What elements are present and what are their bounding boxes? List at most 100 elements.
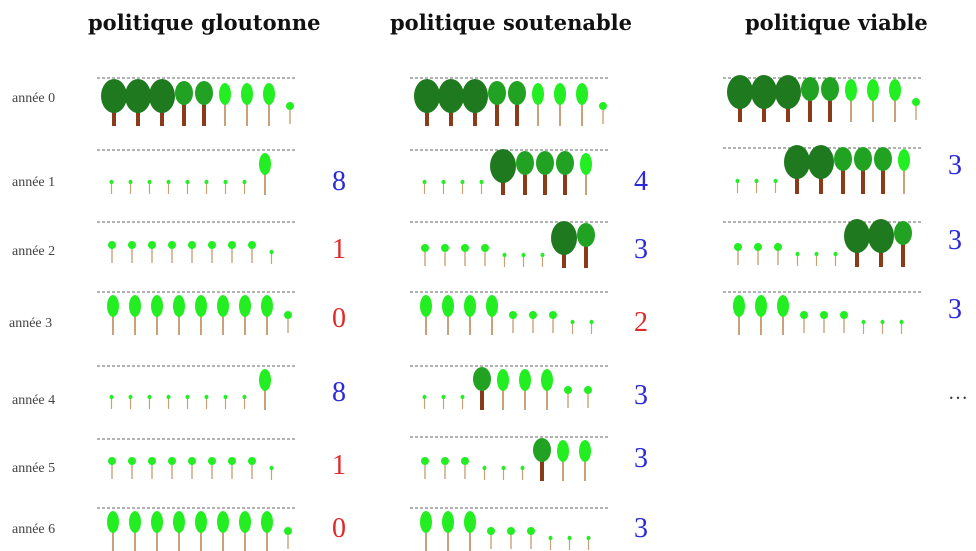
- soutenable-3-tree-8-stem: [590, 323, 593, 334]
- harvest-viable-3: 3: [948, 294, 962, 325]
- gloutonne-3-tree-8-stem: [287, 317, 289, 333]
- gloutonne-6-tree-3-stem: [178, 530, 180, 551]
- gloutonne-4-tree-2-stem: [148, 398, 151, 409]
- gloutonne-4-tree-7-canopy: [242, 394, 247, 400]
- soutenable-1-tree-8-stem: [585, 172, 587, 195]
- viable-2-tree-8-canopy: [894, 221, 912, 245]
- soutenable-2-tree-7-canopy: [551, 221, 577, 255]
- gloutonne-6-tree-0-stem: [112, 530, 114, 551]
- viable-0-tree-7-stem: [894, 98, 896, 122]
- soutenable-0-tree-6-canopy: [554, 83, 566, 105]
- soutenable-5-tree-2-canopy: [461, 457, 469, 465]
- viable-0-tree-6-canopy: [867, 79, 879, 101]
- soutenable-4-tree-3-canopy: [473, 367, 491, 391]
- soutenable-1-tree-0-canopy: [422, 179, 427, 185]
- gloutonne-3-tree-2-stem: [156, 314, 158, 335]
- gloutonne-3-tree-1-stem: [134, 314, 136, 335]
- gloutonne-1-tree-7-stem: [243, 183, 246, 194]
- soutenable-0-tree-5-stem: [537, 102, 539, 126]
- title-viable: politique viable: [745, 10, 928, 35]
- soutenable-6-tree-0-canopy: [420, 511, 432, 533]
- viable-1-tree-8-stem: [903, 168, 905, 194]
- gloutonne-3-tree-2-canopy: [151, 295, 163, 317]
- gloutonne-3-tree-0-stem: [112, 314, 114, 335]
- viable-0-tree-5-stem: [850, 98, 852, 122]
- gloutonne-5-tree-5-stem: [211, 463, 213, 479]
- harvest-gloutonne-5: 1: [332, 450, 346, 481]
- soutenable-6-tree-2-canopy: [464, 511, 476, 533]
- harvest-soutenable-1: 4: [634, 166, 648, 197]
- gloutonne-6-tree-7-stem: [266, 530, 268, 551]
- soutenable-3-tree-5-canopy: [529, 311, 537, 319]
- viable-0-tree-4-canopy: [821, 77, 839, 101]
- gloutonne-1-tree-1-stem: [129, 183, 132, 194]
- soutenable-1-tree-1-stem: [442, 183, 445, 194]
- soutenable-4-tree-3-trunk: [480, 379, 484, 410]
- gloutonne-2-tree-0-stem: [111, 247, 113, 263]
- viable-1-tree-4-canopy: [808, 145, 834, 179]
- soutenable-6-tree-8-stem: [587, 539, 590, 550]
- gloutonne-3-tree-7-canopy: [261, 295, 273, 317]
- gloutonne-2-tree-7-stem: [251, 247, 253, 263]
- soutenable-6-tree-8-canopy: [586, 535, 591, 541]
- gloutonne-4-tree-1-stem: [129, 398, 132, 409]
- gloutonne-1-tree-5-stem: [205, 183, 208, 194]
- soutenable-5-tree-8-stem: [584, 459, 586, 481]
- gloutonne-4-tree-4-stem: [186, 398, 189, 409]
- soutenable-5-tree-1-canopy: [441, 457, 449, 465]
- viable-3-tree-4-stem: [823, 317, 825, 333]
- soutenable-2-tree-1-canopy: [441, 244, 449, 252]
- gloutonne-4-tree-4-canopy: [185, 394, 190, 400]
- soutenable-0-tree-3-canopy: [488, 81, 506, 105]
- soutenable-3-tree-3-stem: [491, 314, 493, 335]
- viable-3-tree-8-canopy: [899, 319, 904, 325]
- gloutonne-3-tree-0-canopy: [107, 295, 119, 317]
- soutenable-0-tree-4-trunk: [515, 93, 519, 126]
- viable-2-tree-5-stem: [834, 255, 837, 266]
- gloutonne-5-tree-7-stem: [251, 463, 253, 479]
- soutenable-5-tree-6-canopy: [533, 438, 551, 462]
- gloutonne-5-tree-1-canopy: [128, 457, 136, 465]
- gloutonne-2-tree-6-stem: [231, 247, 233, 263]
- viable-2-tree-8-trunk: [901, 233, 905, 267]
- gloutonne-5-tree-3-stem: [171, 463, 173, 479]
- gloutonne-0-tree-4-canopy: [195, 81, 213, 105]
- viable-2-tree-3-canopy: [795, 251, 800, 257]
- year-label-0: année 0: [12, 91, 56, 106]
- soutenable-5-tree-7-stem: [562, 459, 564, 481]
- gloutonne-6-tree-5-canopy: [217, 511, 229, 533]
- viable-2-tree-4-canopy: [814, 251, 819, 257]
- soutenable-0-tree-7-canopy: [576, 83, 588, 105]
- soutenable-6-tree-1-canopy: [442, 511, 454, 533]
- harvest-soutenable-3: 2: [634, 307, 648, 338]
- soutenable-4-tree-5-stem: [524, 388, 526, 410]
- soutenable-5-tree-1-stem: [444, 463, 446, 479]
- soutenable-1-tree-7-trunk: [563, 163, 567, 195]
- gloutonne-2-tree-1-canopy: [128, 241, 136, 249]
- soutenable-6-tree-4-canopy: [507, 527, 515, 535]
- viable-3-tree-2-canopy: [777, 295, 789, 317]
- gloutonne-0-tree-2-canopy: [149, 79, 175, 113]
- soutenable-0-tree-2-canopy: [462, 79, 488, 113]
- title-soutenable: politique soutenable: [390, 10, 633, 35]
- viable-1-tree-1-stem: [755, 182, 758, 193]
- harvest-gloutonne-2: 1: [332, 234, 346, 265]
- soutenable-5-tree-0-stem: [424, 463, 426, 479]
- soutenable-6-tree-0-stem: [425, 530, 427, 551]
- gloutonne-6-tree-3-canopy: [173, 511, 185, 533]
- viable-3-tree-4-canopy: [820, 311, 828, 319]
- harvest-gloutonne-1: 8: [332, 166, 346, 197]
- viable-2-tree-7-canopy: [868, 219, 894, 253]
- viable-0-tree-0-canopy: [727, 75, 753, 109]
- gloutonne-5-tree-8-canopy: [269, 465, 274, 471]
- gloutonne-5-tree-4-stem: [191, 463, 193, 479]
- gloutonne-0-tree-7-stem: [268, 102, 270, 126]
- gloutonne-2-tree-1-stem: [131, 247, 133, 263]
- soutenable-2-tree-1-stem: [444, 250, 446, 266]
- gloutonne-1-tree-3-canopy: [166, 179, 171, 185]
- gloutonne-2-tree-5-stem: [211, 247, 213, 263]
- soutenable-4-tree-2-canopy: [460, 394, 465, 400]
- soutenable-6-tree-5-canopy: [527, 527, 535, 535]
- soutenable-3-tree-6-stem: [552, 317, 554, 333]
- soutenable-3-tree-7-canopy: [570, 319, 575, 325]
